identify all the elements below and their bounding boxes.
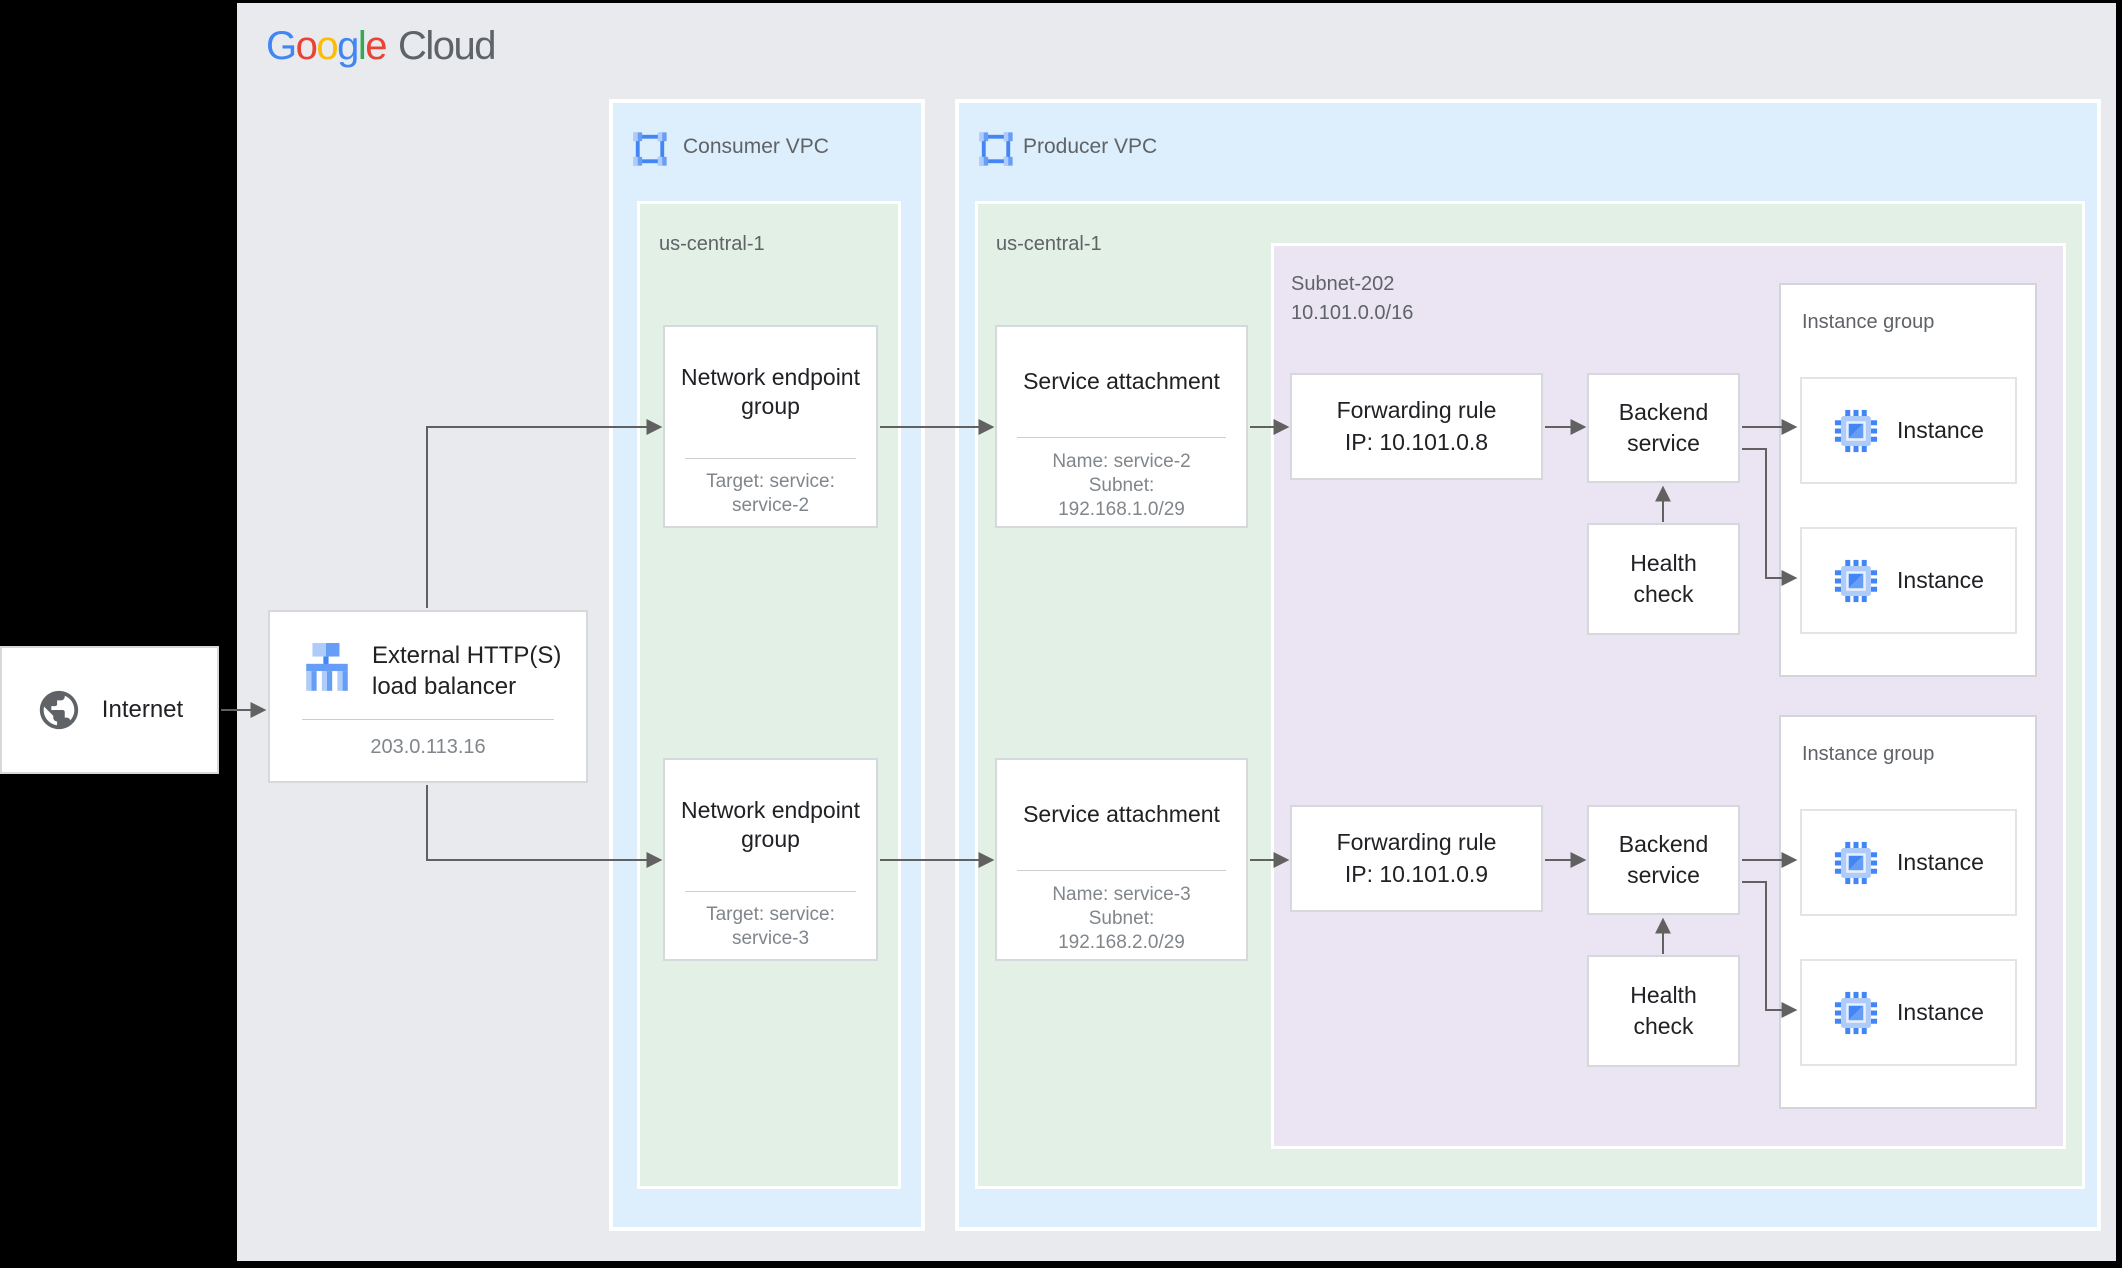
instance-group-label: Instance group xyxy=(1802,311,1935,333)
service-attachment-1: Service attachment Name: service-2 Subne… xyxy=(995,325,1248,528)
divider xyxy=(685,458,856,459)
backend-service-1: Backend service xyxy=(1587,373,1740,483)
chip-icon xyxy=(1834,841,1878,884)
subnet-name: Subnet-202 xyxy=(1291,273,1395,295)
neg-subtitle: Target: service: service-3 xyxy=(706,904,835,950)
forwarding-rule-2: Forwarding rule IP: 10.101.0.9 xyxy=(1290,805,1543,912)
sa-name: Name: service-2 xyxy=(1052,451,1191,472)
instance-node: Instance xyxy=(1800,377,2017,484)
instance-label: Instance xyxy=(1897,999,1984,1025)
load-balancer-node: External HTTP(S) load balancer 203.0.113… xyxy=(268,610,588,783)
forwarding-rule-1: Forwarding rule IP: 10.101.0.8 xyxy=(1290,373,1543,480)
forwarding-rule-ip: IP: 10.101.0.9 xyxy=(1344,860,1489,887)
logo-letter: G xyxy=(266,24,297,68)
instance-group-1: Instance group Instance xyxy=(1779,283,2037,677)
neg-title: Network endpoint group xyxy=(681,797,860,852)
logo-letter: o xyxy=(316,24,338,68)
divider xyxy=(302,719,554,720)
logo-letter: l xyxy=(357,24,367,68)
sa-subnet-label: Subnet: xyxy=(1088,475,1155,497)
sa-subnet-cidr: 192.168.1.0/29 xyxy=(1058,499,1185,521)
backend-service-2: Backend service xyxy=(1587,805,1740,915)
consumer-vpc-container: Consumer VPC us-central-1 xyxy=(609,99,925,1231)
forwarding-rule-title: Forwarding rule xyxy=(1336,397,1497,424)
instance-node: Instance xyxy=(1800,527,2017,634)
chip-icon xyxy=(1834,991,1878,1034)
sa-subnet-cidr: 192.168.2.0/29 xyxy=(1058,932,1185,954)
divider xyxy=(1017,437,1226,438)
instance-node: Instance xyxy=(1800,809,2017,916)
network-endpoint-group-2: Network endpoint group Target: service: … xyxy=(663,758,878,961)
instance-label: Instance xyxy=(1897,567,1984,593)
instance-group-2: Instance group Instance xyxy=(1779,715,2037,1109)
logo-cloud-text: Cloud xyxy=(398,24,497,68)
load-balancer-title: External HTTP(S) load balancer xyxy=(372,642,562,701)
consumer-vpc-label: Consumer VPC xyxy=(683,135,829,158)
forwarding-rule-ip: IP: 10.101.0.8 xyxy=(1344,428,1489,455)
instance-group-label: Instance group xyxy=(1802,743,1935,765)
health-check-1: Health check xyxy=(1587,523,1740,635)
sa-subnet-label: Subnet: xyxy=(1088,908,1155,930)
internet-label: Internet xyxy=(101,696,184,723)
logo-letter: e xyxy=(365,24,387,68)
health-check-2: Health check xyxy=(1587,955,1740,1067)
instance-label: Instance xyxy=(1897,417,1984,443)
logo-letter: o xyxy=(295,24,318,68)
subnet-cidr: 10.101.0.0/16 xyxy=(1291,302,1414,324)
chip-icon xyxy=(1834,409,1878,452)
vpc-icon xyxy=(633,132,667,166)
neg-title: Network endpoint group xyxy=(681,364,860,419)
logo-letter: g xyxy=(337,24,359,68)
chip-icon xyxy=(1834,559,1878,602)
producer-region-label: us-central-1 xyxy=(996,233,1102,255)
service-attachment-details: Name: service-2 Subnet: 192.168.1.0/29 xyxy=(1003,450,1240,522)
load-balancer-ip: 203.0.113.16 xyxy=(370,736,486,758)
service-attachment-title: Service attachment xyxy=(1023,801,1220,827)
divider xyxy=(685,891,856,892)
network-endpoint-group-1: Network endpoint group Target: service: … xyxy=(663,325,878,528)
vpc-icon xyxy=(979,132,1013,166)
service-attachment-title: Service attachment xyxy=(1023,368,1220,394)
service-attachment-2: Service attachment Name: service-3 Subne… xyxy=(995,758,1248,961)
internet-node: Internet xyxy=(0,646,219,774)
sa-name: Name: service-3 xyxy=(1052,884,1191,905)
instance-node: Instance xyxy=(1800,959,2017,1066)
divider xyxy=(1017,870,1226,871)
service-attachment-details: Name: service-3 Subnet: 192.168.2.0/29 xyxy=(1003,883,1240,955)
forwarding-rule-title: Forwarding rule xyxy=(1336,829,1497,856)
producer-vpc-label: Producer VPC xyxy=(1023,135,1158,158)
neg-subtitle: Target: service: service-2 xyxy=(706,471,835,517)
instance-label: Instance xyxy=(1897,849,1984,875)
consumer-region-label: us-central-1 xyxy=(659,233,765,255)
globe-icon xyxy=(39,690,78,730)
load-balancer-icon xyxy=(306,643,348,691)
subnet-label: Subnet-202 10.101.0.0/16 xyxy=(1291,270,1413,328)
